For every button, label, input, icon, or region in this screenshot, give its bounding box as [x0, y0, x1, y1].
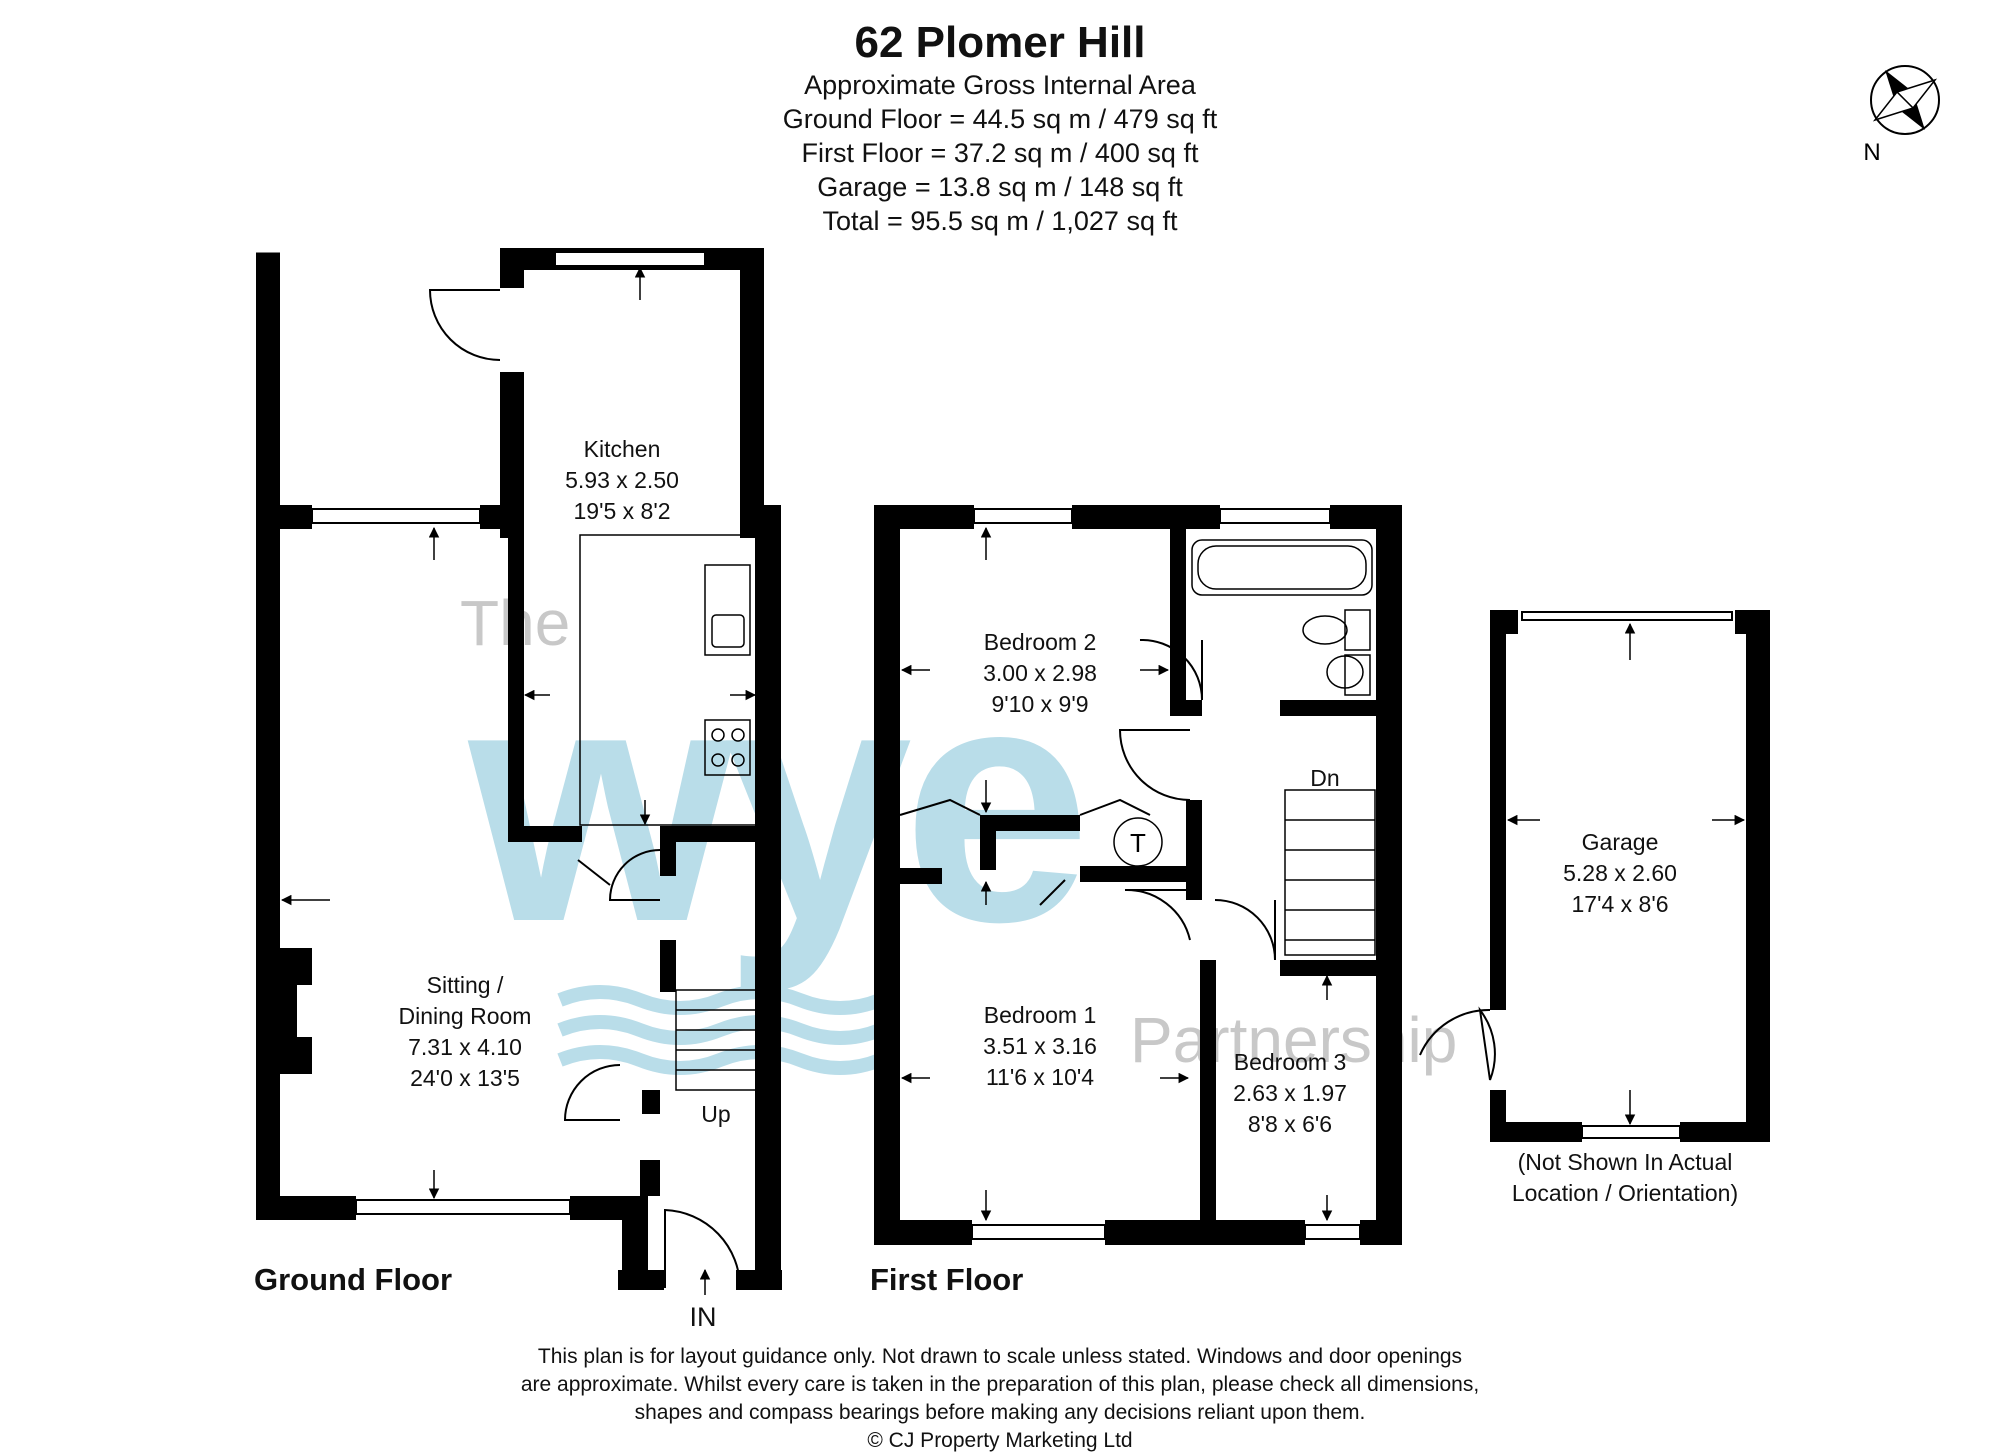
- watermark-wave: [557, 1045, 883, 1075]
- watermark-logo: wye The Partnership: [460, 587, 1457, 1076]
- bedroom3-name: Bedroom 3: [1234, 1049, 1347, 1075]
- area-total: Total = 95.5 sq m / 1,027 sq ft: [822, 206, 1178, 236]
- sitting-name-line1: Sitting /: [427, 972, 504, 998]
- disclaimer-line: are approximate. Whilst every care is ta…: [520, 1373, 1480, 1396]
- bedroom2-imperial: 9'10 x 9'9: [991, 691, 1088, 717]
- ground-floor-doors: [428, 289, 741, 1289]
- first-floor-windows: [971, 508, 1361, 1240]
- area-garage: Garage = 13.8 sq m / 148 sq ft: [817, 172, 1183, 202]
- first-floor-label: First Floor: [870, 1262, 1024, 1297]
- area-heading: Approximate Gross Internal Area: [804, 70, 1196, 100]
- garage-openings: [1521, 611, 1733, 1139]
- garage-note-line2: Location / Orientation): [1512, 1180, 1738, 1206]
- garage-name: Garage: [1582, 829, 1659, 855]
- first-floor-dimension-arrows: [900, 526, 1333, 1222]
- watermark-bottom: Partnership: [1130, 1004, 1457, 1076]
- area-first-floor: First Floor = 37.2 sq m / 400 sq ft: [801, 138, 1199, 168]
- first-floor-fixtures: [1113, 539, 1376, 956]
- garage-door: [1478, 1006, 1496, 1081]
- ground-floor-dimension-arrows: [280, 266, 757, 1295]
- tank-label: T: [1130, 828, 1146, 858]
- first-floor-walls: [874, 505, 1402, 1245]
- entrance-label: IN: [690, 1302, 717, 1332]
- garage-dimension-arrows: [1506, 622, 1746, 1126]
- kitchen-metric: 5.93 x 2.50: [565, 467, 679, 493]
- disclaimer-line: shapes and compass bearings before makin…: [634, 1401, 1366, 1424]
- bedroom3-imperial: 8'8 x 6'6: [1248, 1111, 1332, 1137]
- copyright-line: © CJ Property Marketing Ltd: [867, 1429, 1133, 1452]
- stairs-down-label: Dn: [1310, 765, 1339, 791]
- ground-floor-label: Ground Floor: [254, 1262, 453, 1297]
- stairs-up-label: Up: [701, 1101, 730, 1127]
- watermark-wave: [557, 985, 883, 1015]
- bedroom1-name: Bedroom 1: [984, 1002, 1097, 1028]
- bedroom3-metric: 2.63 x 1.97: [1233, 1080, 1347, 1106]
- bedroom2-metric: 3.00 x 2.98: [983, 660, 1097, 686]
- bedroom1-imperial: 11'6 x 10'4: [986, 1064, 1094, 1090]
- disclaimer: This plan is for layout guidance only. N…: [0, 1343, 2000, 1455]
- area-ground-floor: Ground Floor = 44.5 sq m / 479 sq ft: [782, 104, 1218, 134]
- sitting-imperial: 24'0 x 13'5: [410, 1065, 520, 1091]
- plan-title: 62 Plomer Hill: [854, 18, 1146, 67]
- kitchen-name: Kitchen: [584, 436, 661, 462]
- compass-icon: [1870, 65, 1940, 135]
- first-floor-doors: [899, 638, 1276, 961]
- sitting-metric: 7.31 x 4.10: [408, 1034, 522, 1060]
- garage-note-line1: (Not Shown In Actual: [1518, 1149, 1733, 1175]
- ground-floor-windows: [311, 251, 706, 1215]
- sitting-name-line2: Dining Room: [399, 1003, 532, 1029]
- garage-imperial: 17'4 x 8'6: [1571, 891, 1668, 917]
- garage-walls: [1490, 610, 1770, 1142]
- kitchen-imperial: 19'5 x 8'2: [573, 498, 670, 524]
- ground-floor-fixtures: [579, 534, 761, 1091]
- bedroom2-name: Bedroom 2: [984, 629, 1097, 655]
- bedroom1-metric: 3.51 x 3.16: [983, 1033, 1097, 1059]
- disclaimer-line: This plan is for layout guidance only. N…: [537, 1345, 1463, 1368]
- area-summary: Approximate Gross Internal Area Ground F…: [0, 68, 2000, 238]
- garage-metric: 5.28 x 2.60: [1563, 860, 1677, 886]
- garage-door-arc: [1419, 1008, 1491, 1056]
- compass-label: N: [1863, 139, 1880, 166]
